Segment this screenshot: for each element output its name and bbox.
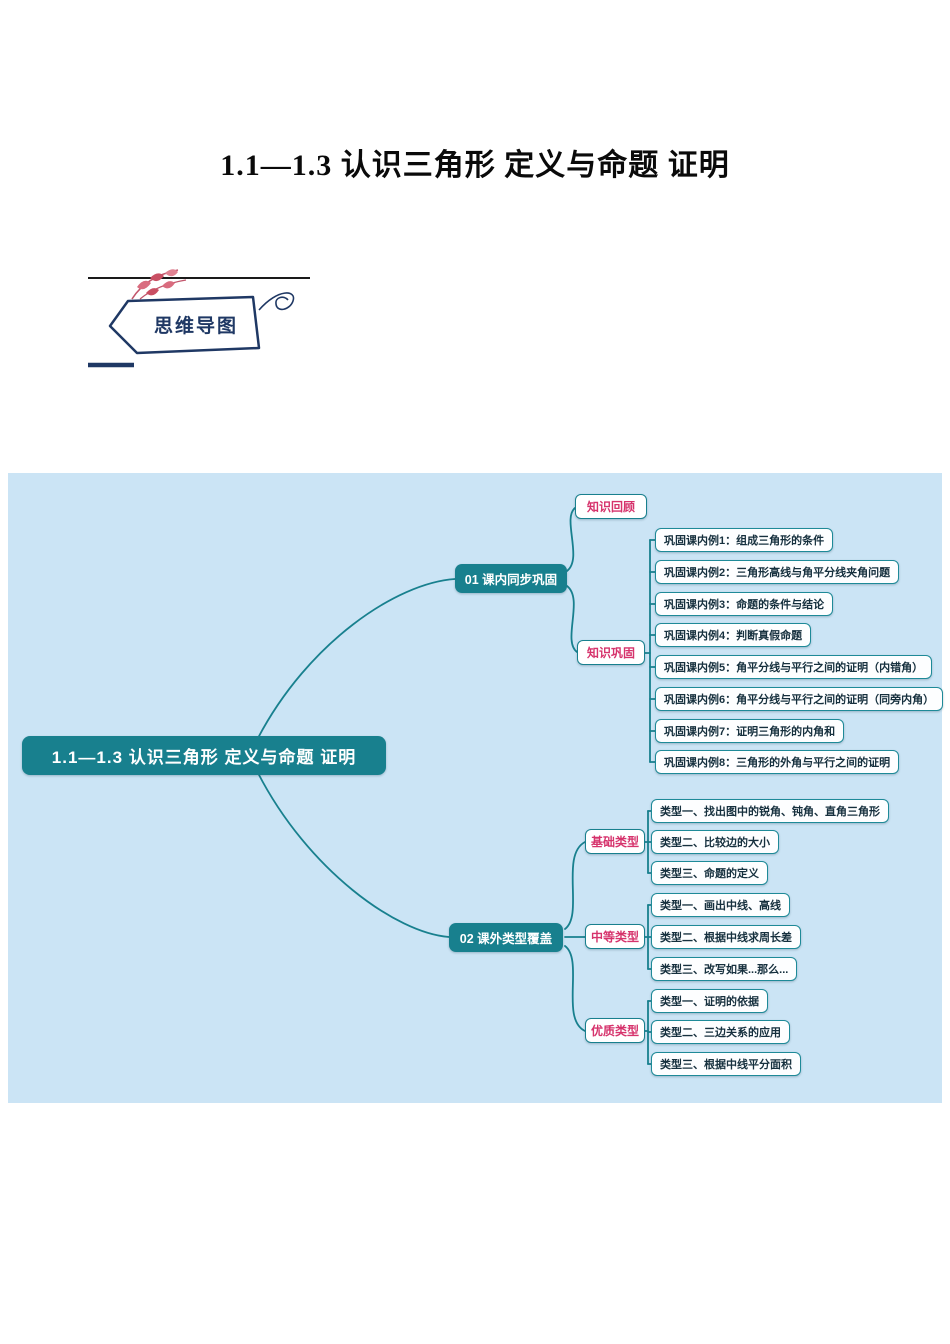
tag-label: 思维导图 [154, 314, 238, 337]
category-node-medium-types: 中等类型 [585, 924, 645, 949]
leaf-node: 类型二、三边关系的应用 [651, 1020, 790, 1044]
leaf-node: 巩固课内例4：判断真假命题 [655, 623, 812, 647]
leaf-node: 巩固课内例2：三角形高线与角平分线夹角问题 [655, 560, 900, 584]
page-title: 1.1—1.3 认识三角形 定义与命题 证明 [220, 149, 730, 182]
branch-node-01: 01 课内同步巩固 [455, 564, 567, 593]
category-node-basic-types: 基础类型 [585, 829, 645, 854]
leaf-node: 巩固课内例8：三角形的外角与平行之间的证明 [655, 750, 900, 774]
category-node-premium-types: 优质类型 [585, 1018, 645, 1043]
leaf-node: 类型三、改写如果...那么... [651, 957, 798, 981]
category-node-knowledge-review: 知识回顾 [575, 494, 647, 519]
root-node: 1.1—1.3 认识三角形 定义与命题 证明 [22, 736, 386, 775]
category-node-knowledge-consolidate: 知识巩固 [577, 640, 645, 665]
leaf-node: 巩固课内例3：命题的条件与结论 [655, 592, 834, 616]
branch-node-02: 02 课外类型覆盖 [449, 923, 563, 952]
leaf-node: 巩固课内例1：组成三角形的条件 [655, 528, 834, 552]
tag-banner-shape [108, 295, 261, 355]
leaf-node: 类型三、命题的定义 [651, 861, 768, 885]
leaf-node: 巩固课内例7：证明三角形的内角和 [655, 719, 845, 743]
leaf-node: 巩固课内例6：角平分线与平行之间的证明（同旁内角） [655, 687, 944, 711]
leaf-node: 类型一、证明的依据 [651, 989, 768, 1013]
leaf-node: 类型三、根据中线平分面积 [651, 1052, 801, 1076]
leaf-node: 类型一、画出中线、高线 [651, 893, 790, 917]
leaf-node: 巩固课内例5：角平分线与平行之间的证明（内错角） [655, 655, 933, 679]
mindmap-panel: 1.1—1.3 认识三角形 定义与命题 证明 01 课内同步巩固 02 课外类型… [8, 473, 944, 1103]
string-curl-icon [258, 292, 295, 311]
leaf-node: 类型二、比较边的大小 [651, 830, 779, 854]
leaf-node: 类型二、根据中线求周长差 [651, 925, 801, 949]
leaf-sprig-icon [131, 269, 187, 300]
leaf-node: 类型一、找出图中的锐角、钝角、直角三角形 [651, 799, 889, 823]
mindmap-tag: 思维导图 [88, 269, 310, 368]
